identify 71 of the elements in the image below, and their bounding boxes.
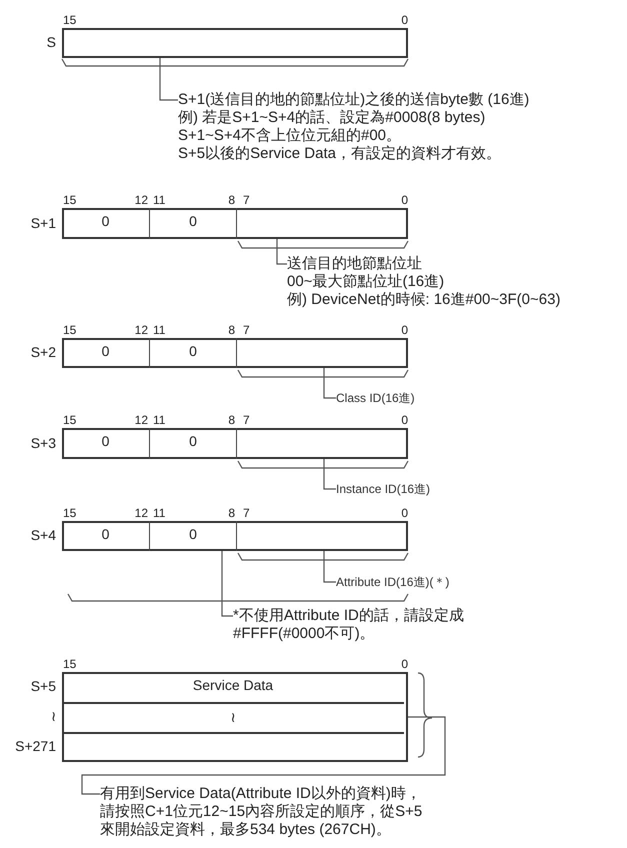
bit-field-cell: 0 — [149, 521, 236, 551]
note-text: *不使用Attribute ID的話，請設定成 #FFFF(#0000不可)。 — [233, 607, 553, 643]
bit-number: 15 — [63, 323, 76, 337]
bit-field-cell: 0 — [149, 428, 236, 459]
register-box — [62, 338, 408, 368]
bit-number: 12 — [134, 413, 148, 427]
note-text: Attribute ID(16進)(＊) — [336, 574, 450, 590]
bit-field-cell: 0 — [62, 428, 149, 459]
row-label: S+5 — [30, 678, 56, 694]
bit-number: 0 — [401, 13, 408, 27]
bit-number: 11 — [153, 413, 166, 427]
row-label: S+2 — [30, 344, 56, 360]
register-box — [62, 521, 408, 551]
bit-field-cell: ≀ — [62, 702, 404, 732]
register-box — [62, 208, 408, 239]
row-label: S+3 — [30, 434, 56, 450]
row-label: S — [46, 34, 56, 50]
register-box — [62, 428, 408, 459]
note-line: 00~最大節點位址(16進) — [287, 273, 446, 291]
row-label: ≀ — [50, 708, 56, 724]
bit-number: 7 — [243, 193, 250, 207]
bit-field-cell: 0 — [62, 208, 149, 239]
note-line: S+1~S+4不含上位位元組的#00。 — [178, 127, 402, 145]
bit-number: 8 — [228, 193, 235, 207]
bit-field-cell: 0 — [149, 338, 236, 368]
bit-number: 8 — [228, 506, 235, 520]
register-box — [62, 28, 408, 58]
bit-number: 12 — [134, 506, 148, 520]
register-box — [62, 672, 408, 762]
row-label: S+271 — [14, 738, 56, 754]
leader-line — [221, 551, 233, 617]
row-label: S+4 — [30, 527, 56, 543]
bit-number: 7 — [243, 413, 250, 427]
leader-line — [159, 58, 178, 101]
bit-field-cell: 0 — [62, 338, 149, 368]
note-line: S+1(送信目的地的節點位址)之後的送信byte數 (16進) — [178, 91, 530, 109]
row-label: S+1 — [30, 214, 56, 230]
note-text: 有用到Service Data(Attribute ID以外的資料)時，請按照C+1位元12~15內容所設定的順序，從S+5來開始設定資料，最多534 bytes (267CH)。 — [100, 785, 426, 839]
bit-number: 15 — [63, 506, 76, 520]
bit-number: 0 — [401, 506, 408, 520]
bit-number: 15 — [63, 193, 76, 207]
bit-number: 8 — [228, 323, 235, 337]
bit-number: 8 — [228, 413, 235, 427]
bit-number: 0 — [401, 193, 408, 207]
leader-line — [81, 716, 446, 795]
note-text: Class ID(16進) — [336, 390, 415, 406]
note-line: 例) 若是S+1~S+4的話、設定為#0008(8 bytes) — [178, 109, 486, 127]
bit-field-cell: 0 — [62, 521, 149, 551]
bit-field-cell: Service Data — [62, 672, 404, 702]
bit-number: 15 — [63, 413, 76, 427]
bit-number: 0 — [401, 323, 408, 337]
note-text: Instance ID(16進) — [336, 481, 430, 497]
note-line: S+5以後的Service Data，有設定的資料才有效。 — [178, 145, 502, 163]
bit-number: 11 — [153, 506, 166, 520]
leader-line — [323, 551, 336, 583]
bit-number: 0 — [401, 657, 408, 671]
bit-number: 15 — [63, 657, 76, 671]
bit-number: 12 — [134, 193, 148, 207]
leader-line — [323, 368, 336, 399]
bit-number: 15 — [63, 13, 76, 27]
note-line: 例) DeviceNet的時候: 16進#00~3F(0~63) — [287, 291, 560, 309]
leader-line — [323, 459, 336, 490]
note-line: 送信目的地節點位址 — [287, 255, 423, 273]
bit-number: 11 — [153, 323, 166, 337]
leader-line — [276, 239, 287, 265]
bit-number: 0 — [401, 413, 408, 427]
bit-number: 11 — [153, 193, 166, 207]
bit-number: 12 — [134, 323, 148, 337]
bit-number: 7 — [243, 506, 250, 520]
bit-field-cell: 0 — [149, 208, 236, 239]
bit-number: 7 — [243, 323, 250, 337]
